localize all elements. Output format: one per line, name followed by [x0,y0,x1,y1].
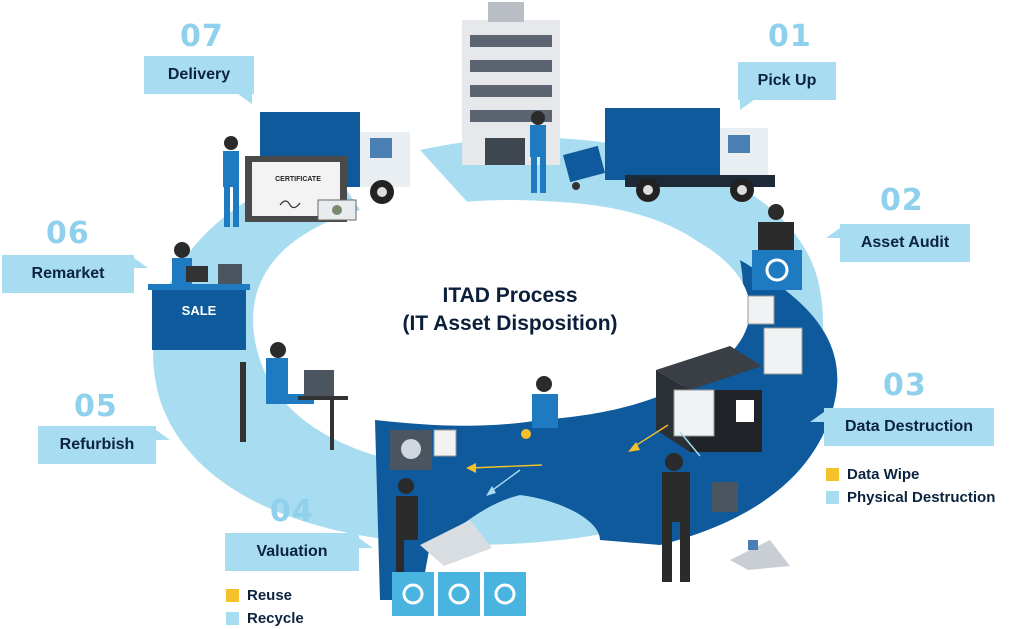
recycle-bins [392,572,526,616]
certificate-label: CERTIFICATE [275,176,321,183]
worker-with-cart-icon [530,111,606,193]
legend-label: Physical Destruction [847,489,996,506]
step-label-pick-up: Pick Up [738,62,836,100]
flow-arrows [466,424,701,496]
step-label-asset-audit: Asset Audit [840,224,970,262]
legend-physical-destruction: Physical Destruction [826,489,995,506]
recycle-bin-icon [392,572,434,616]
auditor-icon [747,204,803,375]
step-number-05: 05 [74,389,118,424]
center-ellipse [270,200,750,420]
legend-label: Recycle [247,610,304,627]
step-number-02: 02 [880,183,924,218]
legend-data-wipe: Data Wipe [826,466,919,483]
legend-reuse: Reuse [226,587,292,604]
step-number-06: 06 [46,216,90,251]
delivery-person-icon [223,136,239,227]
recycle-bin-icon [484,572,526,616]
step-number-01: 01 [768,19,812,54]
shredder-icon [656,346,762,452]
sorting-person-icon [521,376,558,439]
cash-icon [317,199,357,221]
step-label-remarket: Remarket [2,255,134,293]
legend-swatch-blue [826,491,839,504]
legend-label: Reuse [247,587,293,604]
shredded-debris-icon [730,540,790,570]
ring-dark-band [375,260,838,600]
legend-swatch-blue [226,612,239,625]
sale-desk-icon [148,242,250,350]
step-label-data-destruction: Data Destruction [824,408,994,446]
legend-swatch-yellow [226,589,239,602]
step-label-refurbish: Refurbish [38,426,156,464]
legend-swatch-yellow [826,468,839,481]
sale-sign: SALE [181,303,217,318]
pickup-truck-icon [605,108,775,202]
title-line-1: ITAD Process [442,284,578,307]
diagram-title: ITAD Process (IT Asset Disposition) [340,282,680,338]
step-number-04: 04 [270,494,314,529]
drive-inspector-icon [662,453,738,582]
recycle-bin-icon [438,572,480,616]
ring-light-band [153,137,823,545]
hard-drive-icon [390,429,457,470]
legend-label: Data Wipe [847,466,920,483]
step-number-03: 03 [883,368,927,403]
legend-recycle: Recycle [226,610,304,627]
step-label-delivery: Delivery [144,56,254,94]
step-number-07: 07 [180,19,224,54]
step-label-valuation: Valuation [225,533,359,571]
title-line-2: (IT Asset Disposition) [402,312,618,335]
technician-icon [240,342,348,450]
